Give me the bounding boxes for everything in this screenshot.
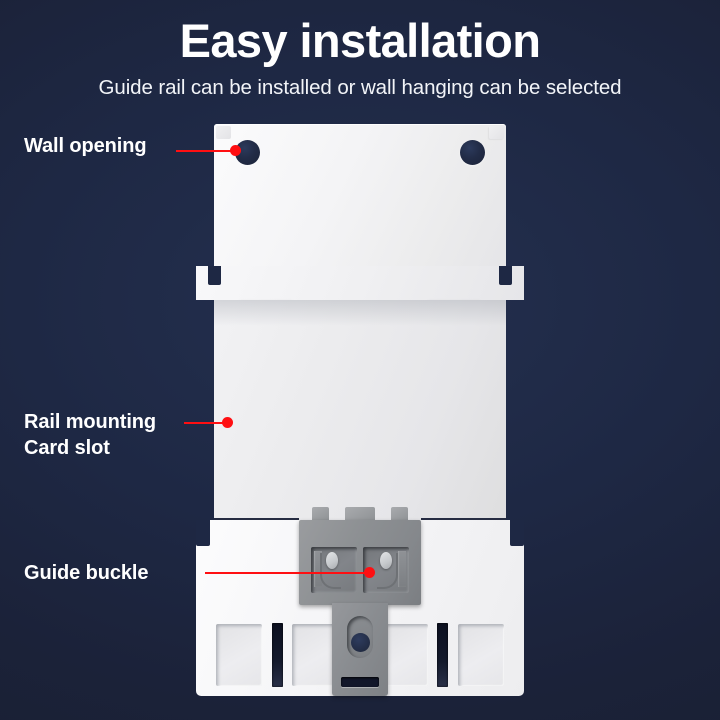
pocket-rib — [314, 551, 322, 587]
shoulder-notch-right — [499, 266, 512, 285]
spring-knob — [326, 552, 338, 569]
bottom-notch-right — [510, 520, 524, 546]
pocket-rib — [398, 551, 406, 587]
shoulder-notch-left — [208, 266, 221, 285]
buckle-nub-right — [391, 507, 408, 522]
plate-corner-right — [489, 126, 504, 139]
spring-knob — [380, 552, 392, 569]
buckle-oval-recess — [347, 616, 373, 658]
guide-buckle-assembly — [299, 507, 421, 696]
buckle-pull-tab — [332, 603, 388, 696]
spring-arm — [377, 553, 398, 589]
vent-recess — [216, 624, 262, 686]
vent-recess — [292, 624, 338, 686]
callout-label-wall-opening: Wall opening — [24, 135, 147, 157]
buckle-nub-left — [312, 507, 329, 522]
callout-label-rail-mounting: Rail mounting Card slot — [24, 411, 157, 459]
leader-line-guide-buckle — [205, 572, 373, 574]
page-subtitle: Guide rail can be installed or wall hang… — [98, 75, 622, 99]
upper-plate-shoulder — [196, 266, 524, 300]
vent-recess — [458, 624, 504, 686]
leader-dot-wall-opening — [230, 145, 241, 156]
buckle-bottom-slot — [341, 677, 379, 687]
wall-mounting-hole-right — [460, 140, 485, 165]
buckle-head — [299, 520, 421, 605]
leader-line-rail-mounting — [184, 422, 232, 424]
plate-corner-left — [216, 126, 231, 139]
rail-mounting-card-slot-body — [214, 300, 506, 524]
buckle-hole — [351, 633, 370, 652]
vent-recess — [382, 624, 428, 686]
buckle-nub-center — [345, 507, 375, 522]
vent-slot — [437, 623, 448, 687]
seam-left — [214, 518, 299, 520]
vent-slot — [272, 623, 283, 687]
callout-label-guide-buckle: Guide buckle — [24, 562, 149, 584]
page-title: Easy installation — [179, 14, 541, 67]
body-shadow — [214, 300, 506, 326]
header: Easy installation Guide rail can be inst… — [0, 0, 720, 100]
product-illustration — [196, 124, 524, 696]
leader-dot-guide-buckle — [364, 567, 375, 578]
leader-line-wall-opening — [176, 150, 238, 152]
bottom-notch-left — [196, 520, 210, 546]
seam-right — [421, 518, 506, 520]
buckle-spring-pocket-left — [311, 547, 357, 593]
leader-dot-rail-mounting — [222, 417, 233, 428]
